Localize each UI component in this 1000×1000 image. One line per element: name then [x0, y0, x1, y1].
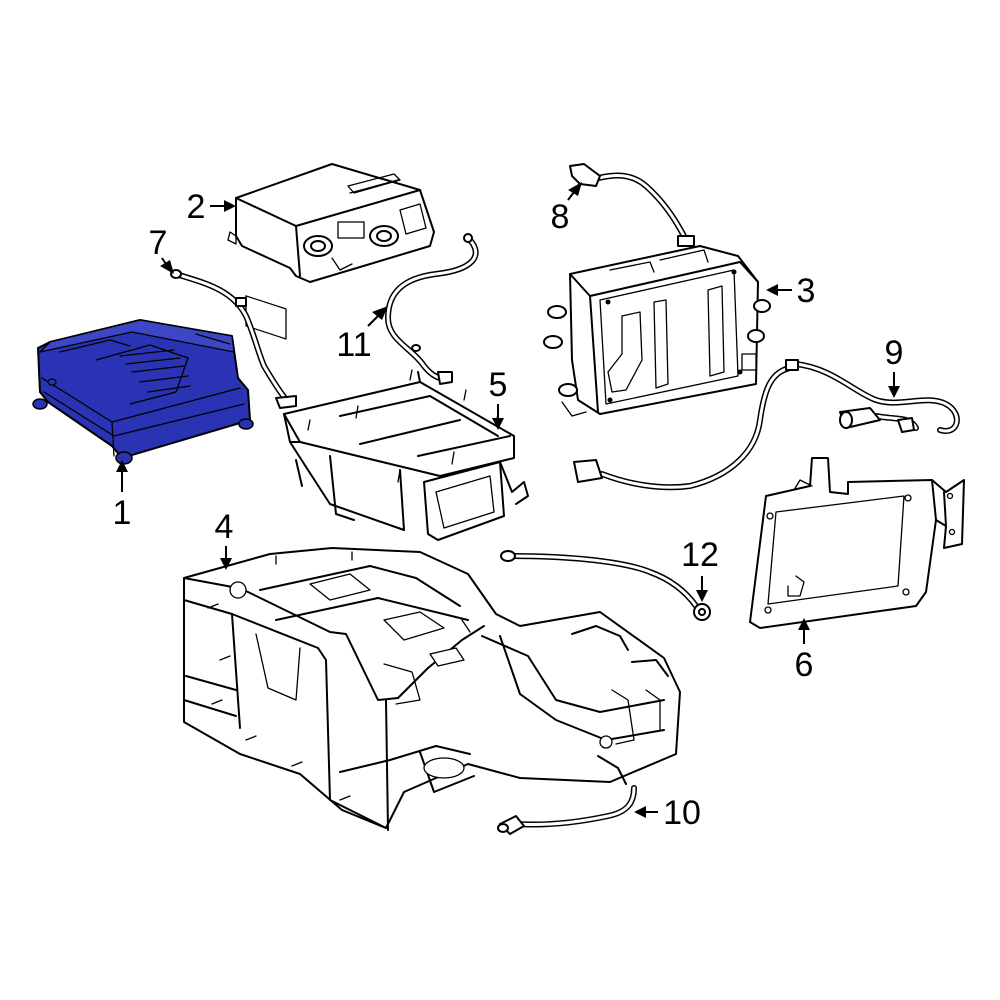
part-6-mounting-plate[interactable] — [749, 457, 965, 629]
callout-5[interactable]: 5 — [489, 366, 508, 404]
callout-3[interactable]: 3 — [797, 272, 816, 310]
part-11-cable[interactable] — [385, 233, 479, 385]
callout-labels: 1 2 3 4 5 6 7 8 9 10 11 12 — [113, 188, 904, 832]
part-5-mounting-bracket[interactable] — [283, 369, 529, 541]
callout-10[interactable]: 10 — [663, 794, 701, 832]
arrowhead-5 — [492, 418, 504, 430]
arrowhead-4 — [220, 558, 232, 570]
callout-2[interactable]: 2 — [187, 188, 206, 226]
part-4-frame[interactable] — [183, 547, 681, 831]
callout-6[interactable]: 6 — [795, 646, 814, 684]
callout-8[interactable]: 8 — [551, 198, 570, 236]
arrow-8 — [567, 191, 575, 201]
callout-1[interactable]: 1 — [113, 494, 132, 532]
arrowhead-6 — [798, 618, 810, 630]
arrowhead-2 — [224, 200, 236, 212]
arrowhead-10 — [634, 806, 646, 818]
arrow-11 — [367, 315, 379, 327]
part-9-harness[interactable] — [573, 359, 960, 491]
callout-11[interactable]: 11 — [336, 326, 371, 364]
callout-7[interactable]: 7 — [149, 224, 168, 262]
arrowhead-8 — [568, 182, 582, 196]
part-7-cable[interactable] — [170, 269, 297, 409]
arrowhead-3 — [766, 284, 778, 296]
callout-arrows — [116, 182, 900, 818]
arrowhead-7 — [160, 260, 174, 274]
arrowhead-11 — [372, 306, 388, 320]
callout-12[interactable]: 12 — [681, 536, 719, 574]
callout-4[interactable]: 4 — [215, 508, 234, 546]
part-1-control-module[interactable] — [32, 319, 254, 465]
arrowhead-12 — [696, 590, 708, 602]
part-12-cable[interactable] — [500, 550, 711, 621]
part-8-cable[interactable] — [569, 163, 695, 247]
callout-9[interactable]: 9 — [885, 334, 904, 372]
arrowhead-9 — [888, 386, 900, 398]
part-10-cable[interactable] — [497, 785, 637, 835]
part-2-converter-module[interactable] — [227, 163, 435, 340]
arrowhead-1 — [116, 460, 128, 472]
part-3-inverter-module[interactable] — [543, 245, 771, 417]
